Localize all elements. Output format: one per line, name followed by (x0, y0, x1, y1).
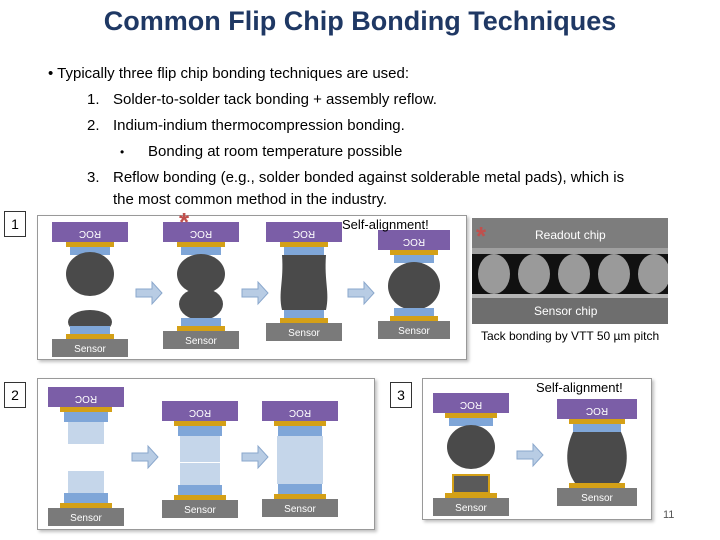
sensor-label: Sensor (70, 513, 102, 524)
sensor-label: Sensor (455, 503, 487, 514)
marker-3: 3 (390, 382, 412, 408)
right-arrow-icon (131, 444, 159, 470)
sensor-label: Sensor (185, 336, 217, 347)
list-number-3: 3. (87, 169, 100, 186)
stage-2: ROC Sensor (163, 222, 239, 349)
star-marker-2: * (476, 221, 487, 251)
sensor-chip-label: Sensor chip (534, 304, 598, 318)
marker-2: 2 (4, 382, 26, 408)
roc-label: ROC (586, 405, 608, 416)
list-item-3-continuation: the most common method in the industry. (113, 191, 388, 208)
stage-1: ROC Sensor (52, 222, 128, 357)
right-arrow-icon (241, 280, 269, 306)
readout-chip-label: Readout chip (535, 228, 606, 242)
roc-label: ROC (293, 228, 315, 239)
sensor-label: Sensor (398, 326, 430, 337)
stage-2: ROC Sensor (557, 399, 637, 506)
roc-label: ROC (79, 228, 101, 239)
roc-label: ROC (289, 407, 311, 418)
stage-3: ROC Sensor (266, 222, 342, 341)
stage-1: ROC Sensor (48, 387, 124, 526)
sensor-label: Sensor (184, 505, 216, 516)
tack-bonding-photo (472, 218, 670, 324)
roc-label: ROC (75, 393, 97, 404)
diagram-panel-solder: ROC Sensor ROC Sensor ROC (37, 215, 467, 360)
stage-3: ROC Sensor (262, 401, 338, 517)
marker-1: 1 (4, 211, 26, 237)
diagram-panel-indium: ROC Sensor ROC Sensor ROC (37, 378, 375, 530)
self-alignment-label-3: Self-alignment! (536, 380, 623, 395)
list-item-1: Solder-to-solder tack bonding + assembly… (113, 91, 437, 108)
roc-label: ROC (189, 407, 211, 418)
stage-2: ROC Sensor (162, 401, 238, 518)
roc-label: ROC (403, 236, 425, 247)
cross-section-image (472, 218, 670, 324)
sub-bullet: • (120, 145, 125, 159)
diagram-panel-reflow: ROC Sensor ROC Sensor (422, 378, 652, 520)
reflow-bonding-diagram: ROC Sensor ROC Sensor (433, 393, 637, 516)
list-item-2: Indium-indium thermocompression bonding. (113, 117, 405, 134)
sensor-label: Sensor (284, 504, 316, 515)
slide-title: Common Flip Chip Bonding Techniques (103, 6, 617, 36)
right-arrow-icon (241, 444, 269, 470)
page-number: 11 (663, 509, 675, 521)
list-number-1: 1. (87, 91, 100, 108)
indium-bonding-diagram: ROC Sensor ROC Sensor ROC (48, 387, 338, 526)
sensor-label: Sensor (288, 328, 320, 339)
star-marker-1: * (179, 207, 190, 237)
roc-label: ROC (460, 399, 482, 410)
list-item-3: Reflow bonding (e.g., solder bonded agai… (113, 169, 625, 186)
list-number-2: 2. (87, 117, 100, 134)
self-alignment-label-1: Self-alignment! (342, 217, 429, 232)
sensor-label: Sensor (581, 493, 613, 504)
sub-item: Bonding at room temperature possible (148, 143, 403, 160)
solder-bonding-diagram: ROC Sensor ROC Sensor ROC (52, 222, 450, 357)
stage-1: ROC Sensor (433, 393, 509, 516)
right-arrow-icon (347, 280, 375, 306)
stage-4: ROC Sensor (378, 230, 450, 339)
roc-label: ROC (190, 228, 212, 239)
intro-bullet: • Typically three flip chip bonding tech… (48, 65, 410, 82)
sensor-label: Sensor (74, 344, 106, 355)
right-arrow-icon (516, 442, 544, 468)
right-arrow-icon (135, 280, 163, 306)
tack-bonding-caption: Tack bonding by VTT 50 µm pitch (481, 329, 660, 343)
